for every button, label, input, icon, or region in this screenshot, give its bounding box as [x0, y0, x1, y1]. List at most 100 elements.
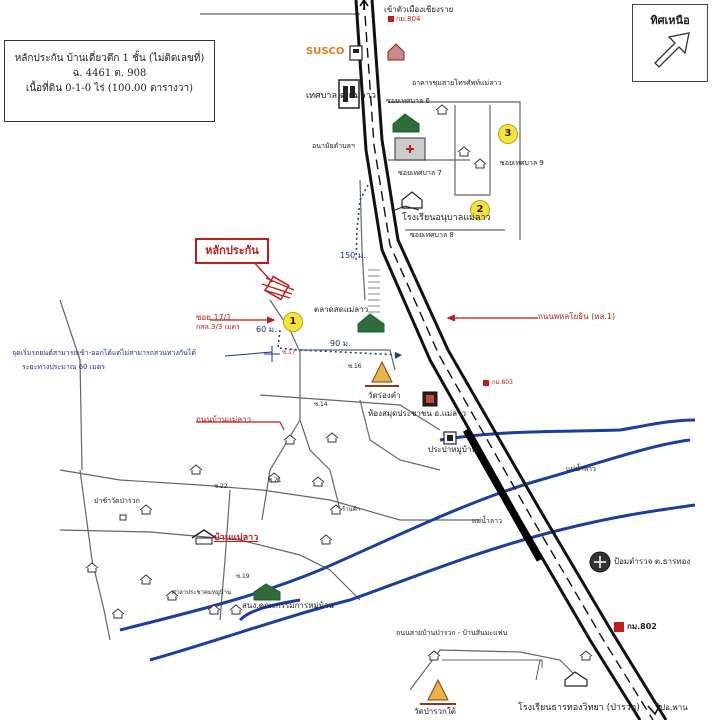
highway-arrow-south-icon — [647, 704, 661, 716]
soi21-road — [299, 419, 341, 511]
river-channel-west — [238, 598, 301, 622]
river-label-south: แม่น้ำลาว — [472, 517, 502, 525]
north-indicator: ทิศเหนือ — [632, 4, 708, 82]
municipality-building-icon — [338, 79, 360, 109]
route-segment-soi17 — [277, 329, 401, 356]
marker-1: 1 — [283, 312, 303, 332]
soi6-label: ซอยเทศบาล 6 — [386, 97, 430, 105]
north-label: ทิศเหนือ — [650, 14, 690, 27]
callout-lines — [442, 659, 543, 681]
land-area: เนื้อที่ดิน 0-1-0 ไร่ (100.00 ตารางวา) — [25, 83, 194, 94]
river-north-arm — [439, 418, 696, 442]
highway-west-edge — [354, 0, 642, 720]
soi22-label: ซ.22 — [214, 483, 228, 490]
start-point-distance: ระยะทางประมาณ 60 เมตร — [22, 363, 106, 371]
gas-station-icon — [349, 45, 363, 61]
to-phan-label: ไปอ.พาน — [656, 703, 688, 712]
km-marker-803-icon — [483, 380, 489, 386]
soi19-label: ซ.19 — [236, 573, 250, 580]
route-arrow-icon — [395, 352, 402, 359]
leader-lines — [196, 314, 538, 431]
house-icon — [267, 472, 281, 483]
municipality-label: เทศบาล ต.แม่ลาว — [306, 91, 376, 101]
house-icon — [165, 590, 179, 601]
house-icon — [111, 608, 125, 619]
property-title: หลักประกัน บ้านเดี่ยวตึก 1 ชั้น (ไม่ติดเ… — [14, 53, 205, 64]
lower-road — [59, 529, 361, 601]
road-width-label: กสล.3/3 เมตร — [196, 323, 240, 331]
soi8-label: ซอยเทศบาล 8 — [410, 231, 454, 239]
km803-label: กม.803 — [492, 379, 513, 386]
phahonyothin-highway — [354, 0, 668, 720]
houses — [85, 104, 593, 661]
soi14-road — [259, 394, 441, 431]
local-roads — [59, 13, 581, 691]
library-label: ห้องสมุดประชาชน อ.แม่ลาว — [368, 409, 467, 418]
cemetery-icon — [119, 514, 127, 521]
highway-bridge — [462, 428, 544, 562]
soi16-label: ซ.16 — [348, 363, 362, 370]
house-icon — [229, 604, 243, 615]
km-marker-802-icon — [614, 622, 624, 632]
water-supply-label: ประปาหมู่บ้าน — [428, 445, 477, 454]
cross-road — [59, 469, 480, 521]
soi14-label: ซ.14 — [314, 401, 328, 408]
pa-rok-road — [409, 649, 581, 691]
highway-arrow-north-icon — [359, 0, 369, 10]
inner-road — [359, 399, 441, 471]
village-hall-label: ศาลาประชาคมหมู่บ้าน — [172, 589, 232, 596]
ban-mae-lao-label: บ้านแม่ลาว — [214, 533, 259, 543]
kindergarten-icon — [394, 191, 423, 211]
highway-label: ถนนพหลโยธิน (ทล.1) — [538, 312, 616, 321]
house-icon — [457, 146, 471, 157]
soi9-label: ซอยเทศบาล 9 — [500, 159, 544, 167]
marker-3: 3 — [498, 124, 518, 144]
start-point-note: จุดเริ่มรถยนต์สามารถเข้า-ออกได้แต่ไม่สาม… — [12, 349, 196, 357]
pa-rok-road-label: ถนนสายบ้านป่ารวก - บ้านสันมะแฟน — [396, 629, 508, 637]
house-icon — [427, 650, 441, 661]
wat-pa-rok-temple-icon — [420, 678, 456, 705]
water-tower-icon — [443, 431, 457, 445]
house-icon — [139, 574, 153, 585]
house-icon — [139, 504, 153, 515]
mae-lao-river — [119, 418, 696, 662]
side-road — [359, 179, 366, 301]
soi17-1-label: ซอย.17/1 — [196, 313, 232, 322]
soi9-road — [454, 105, 491, 196]
wat-pa-rok-label: วัดป่ารวกใต้ — [414, 707, 456, 716]
distance-150-label: 150 ม. — [340, 251, 366, 260]
soi17-road — [300, 349, 396, 371]
ban-mae-lao-house-icon — [191, 529, 217, 545]
school-building-icon — [392, 113, 420, 133]
river-south-bank — [149, 503, 696, 662]
market-building-icon — [357, 313, 385, 333]
health-center-icon — [394, 137, 426, 161]
mae-lao-road-label: ถนนบ้านแม่ลาว — [196, 415, 252, 424]
police-box-icon — [589, 551, 611, 573]
committee-building-icon — [253, 583, 281, 601]
river-north-bank — [119, 438, 691, 632]
soi6-road — [388, 101, 521, 240]
kindergarten-label: โรงเรียนอนุบาลแม่ลาว — [402, 213, 491, 223]
house-icon — [329, 504, 343, 515]
house-icon — [473, 158, 487, 169]
house-icon — [435, 104, 449, 115]
health-center-label: อนามัยตำบลฯ — [312, 142, 355, 150]
house-icon — [283, 434, 297, 445]
river-label-north: แม่น้ำลาว — [566, 465, 596, 473]
property-info-box: หลักประกัน บ้านเดี่ยวตึก 1 ชั้น (ไม่ติดเ… — [4, 40, 215, 122]
house-icon — [311, 476, 325, 487]
highway-centerline — [363, 0, 654, 720]
distance-90-label: 90 ม. — [330, 339, 351, 348]
house-icon — [85, 562, 99, 573]
soi19-road — [219, 489, 231, 621]
telecom-label: อาคารชุมสายโทรศัพท์แม่ลาว — [412, 79, 502, 87]
market-label: ตลาดสดแม่ลาว — [314, 305, 369, 314]
to-chiangrai-label: เข้าตัวเมืองเชียงราย — [384, 5, 454, 14]
house-icon — [207, 604, 221, 615]
pa-rok-school-icon — [564, 671, 588, 687]
soi17-label: ซ.17 — [282, 349, 296, 356]
landmarks — [119, 16, 624, 705]
